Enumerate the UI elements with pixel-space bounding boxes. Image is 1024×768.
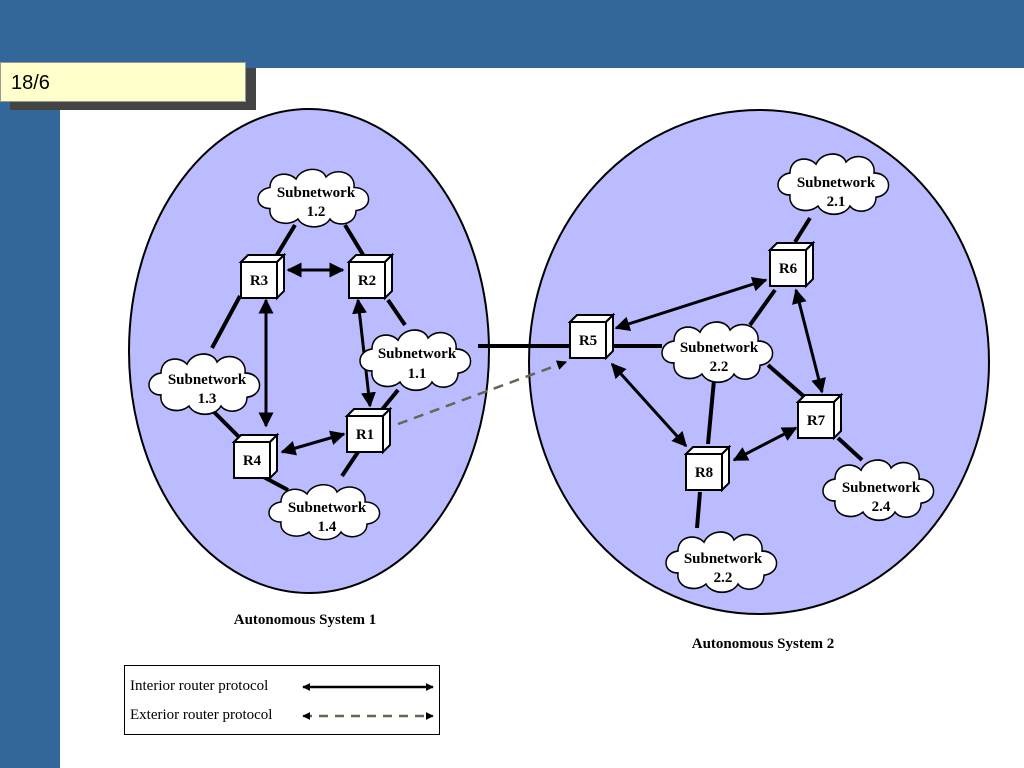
router-r4: R4	[231, 432, 280, 481]
as1-label: Autonomous System 1	[234, 612, 377, 628]
svg-text:2.4: 2.4	[872, 499, 891, 515]
svg-text:1.1: 1.1	[408, 366, 427, 382]
slide-number: 18/6	[0, 62, 246, 102]
legend-exterior-label: Exterior router protocol	[130, 707, 273, 723]
router-label: R8	[695, 465, 713, 481]
router-r1: R1	[344, 406, 393, 455]
subnetwork-2-1: Subnetwork 2.1	[777, 153, 890, 216]
svg-text:Subnetwork: Subnetwork	[680, 340, 759, 356]
subnetwork-1-2: Subnetwork 1.2	[257, 168, 370, 228]
legend-symbols	[302, 682, 434, 721]
svg-text:2.2: 2.2	[714, 570, 733, 586]
svg-text:2.1: 2.1	[827, 194, 846, 210]
router-label: R4	[243, 453, 262, 469]
svg-text:Subnetwork: Subnetwork	[797, 175, 876, 191]
router-label: R3	[250, 273, 268, 289]
header-bar	[0, 0, 1024, 68]
router-label: R1	[356, 427, 374, 443]
legend-interior-label: Interior router protocol	[130, 678, 269, 694]
svg-text:Subnetwork: Subnetwork	[378, 346, 457, 362]
router-r2: R2	[346, 252, 395, 301]
subnetwork-1-4: Subnetwork 1.4	[268, 483, 381, 541]
exterior-protocol-link	[397, 360, 567, 426]
subnetwork-1-1: Subnetwork 1.1	[359, 329, 472, 392]
router-r6: R6	[767, 240, 816, 289]
subnetwork-2-2-lower: Subnetwork 2.2	[665, 531, 778, 594]
svg-text:Subnetwork: Subnetwork	[168, 372, 247, 388]
svg-text:Subnetwork: Subnetwork	[277, 185, 356, 201]
legend: Interior router protocol Exterior router…	[124, 665, 440, 735]
router-label: R2	[358, 273, 376, 289]
router-label: R6	[779, 261, 798, 277]
subnet-links	[210, 216, 864, 529]
svg-text:1.2: 1.2	[307, 204, 326, 220]
svg-text:Subnetwork: Subnetwork	[684, 551, 763, 567]
subnetwork-2-4: Subnetwork 2.4	[822, 459, 935, 522]
subnetwork-1-3: Subnetwork 1.3	[148, 353, 261, 416]
svg-text:1.3: 1.3	[198, 391, 217, 407]
router-r8: R8	[683, 444, 732, 493]
svg-text:Subnetwork: Subnetwork	[288, 500, 367, 516]
router-r3: R3	[238, 252, 287, 301]
subnetwork-2-2: Subnetwork 2.2	[661, 321, 774, 384]
as2-label: Autonomous System 2	[692, 636, 835, 652]
router-r7: R7	[795, 392, 844, 441]
as1-boundary	[128, 108, 490, 594]
svg-text:Subnetwork: Subnetwork	[842, 480, 921, 496]
router-label: R5	[579, 333, 597, 349]
left-sidebar-bar	[0, 68, 60, 768]
svg-text:1.4: 1.4	[318, 519, 337, 535]
svg-text:2.2: 2.2	[710, 359, 729, 375]
router-r5: R5	[567, 312, 616, 361]
router-label: R7	[807, 413, 826, 429]
